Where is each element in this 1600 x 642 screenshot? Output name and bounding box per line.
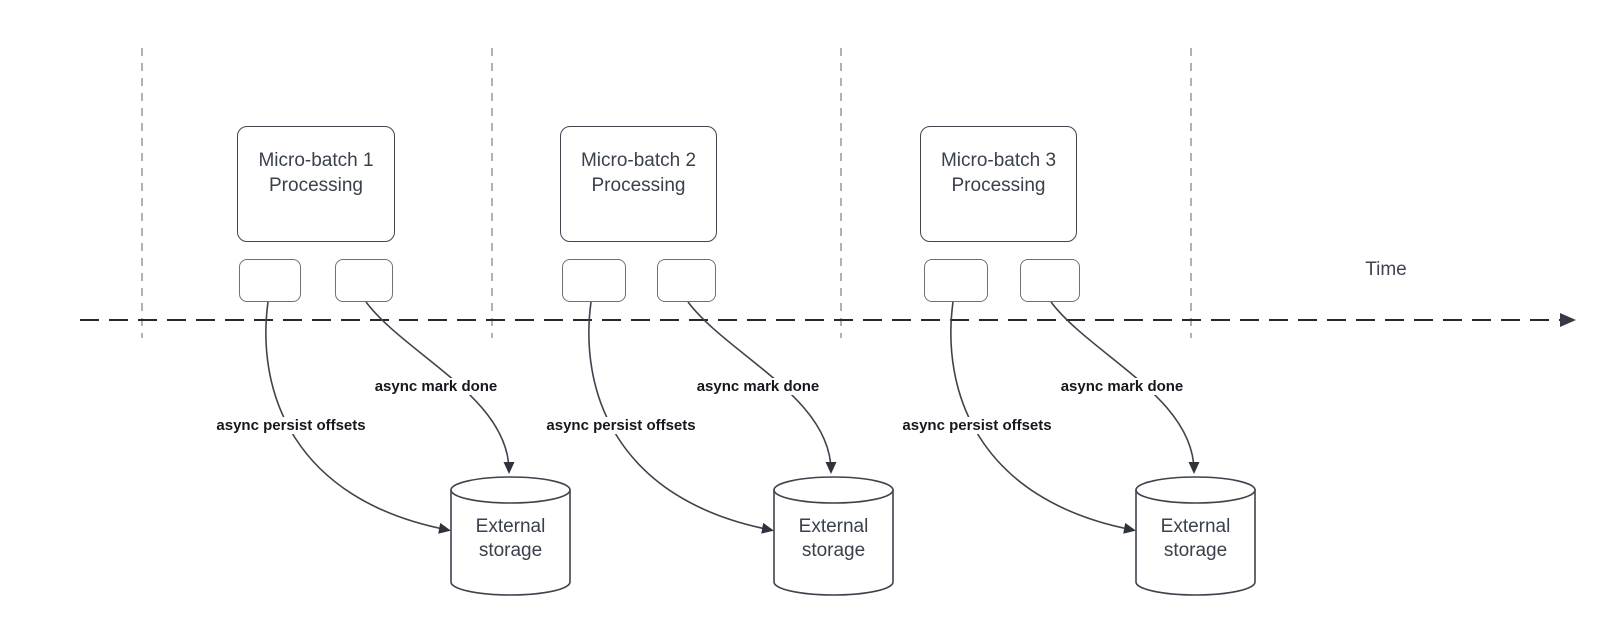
mark-done-label-2: async mark done <box>693 378 823 395</box>
mark-done-label-3: async mark done <box>1057 378 1187 395</box>
storage-label-2: External storage <box>774 515 893 563</box>
persist-offsets-arrow-1 <box>265 301 451 534</box>
storage-cylinder-2 <box>773 476 894 596</box>
storage-label-1-line1: External <box>475 516 546 537</box>
persist-offsets-label-2: async persist offsets <box>543 417 699 434</box>
storage-label-3-line1: External <box>1160 516 1231 537</box>
micro-batch-3-title-line1: Micro-batch 3 <box>940 150 1057 171</box>
storage-label-3: External storage <box>1136 515 1255 563</box>
storage-cylinder-1 <box>450 476 571 596</box>
micro-batch-2-box: Micro-batch 2 Processing <box>560 126 717 242</box>
persist-offsets-label-1: async persist offsets <box>213 417 369 434</box>
task-box-2a <box>562 259 626 302</box>
storage-label-1: External storage <box>451 515 570 563</box>
time-axis-label: Time <box>1365 259 1407 280</box>
storage-label-2-line2: storage <box>801 540 866 561</box>
storage-label-1-line2: storage <box>478 540 543 561</box>
task-box-1b <box>335 259 393 302</box>
task-box-1a <box>239 259 301 302</box>
micro-batch-1-title-line1: Micro-batch 1 <box>258 150 374 171</box>
micro-batch-1-box: Micro-batch 1 Processing <box>237 126 395 242</box>
task-box-2b <box>657 259 716 302</box>
storage-label-3-line2: storage <box>1163 540 1228 561</box>
persist-offsets-arrow-3 <box>950 301 1136 534</box>
micro-batch-2-title-line1: Micro-batch 2 <box>580 150 697 171</box>
micro-batch-3-title-line2: Processing <box>951 175 1046 196</box>
task-box-3a <box>924 259 988 302</box>
storage-cylinder-3 <box>1135 476 1256 596</box>
task-box-3b <box>1020 259 1080 302</box>
mark-done-label-1: async mark done <box>371 378 501 395</box>
persist-offsets-label-3: async persist offsets <box>899 417 1055 434</box>
micro-batch-3-box: Micro-batch 3 Processing <box>920 126 1077 242</box>
micro-batch-1-title-line2: Processing <box>269 175 363 196</box>
storage-label-2-line1: External <box>798 516 869 537</box>
persist-offsets-arrow-2 <box>588 301 774 534</box>
micro-batch-2-title-line2: Processing <box>591 175 686 196</box>
